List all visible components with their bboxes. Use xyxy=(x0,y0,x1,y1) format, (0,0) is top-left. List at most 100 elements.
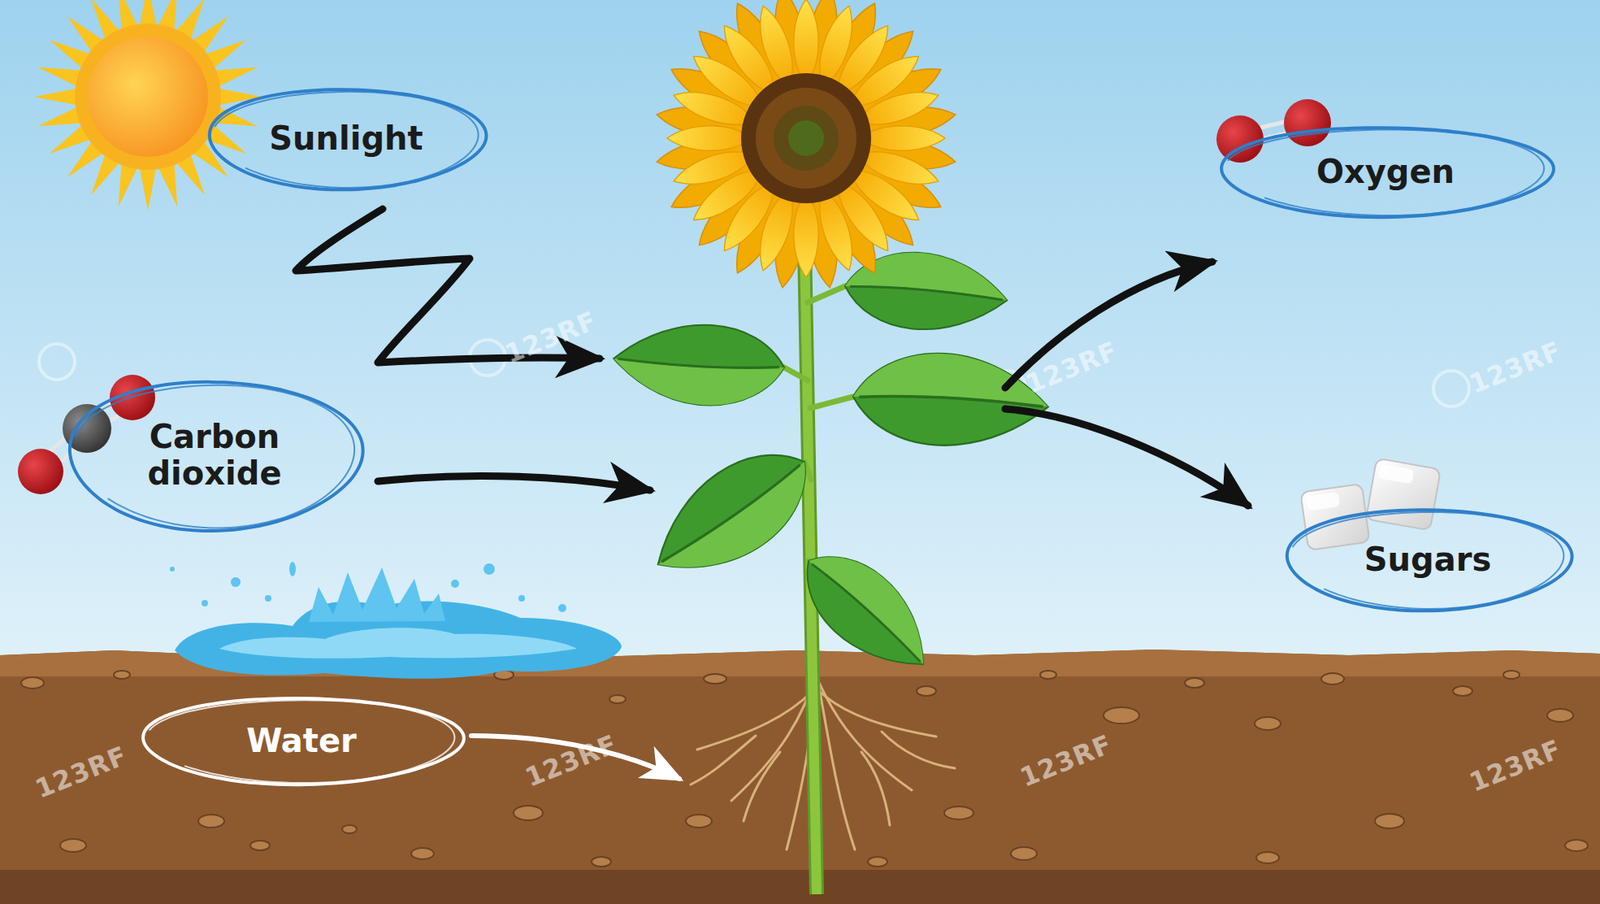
sun-core xyxy=(87,36,209,157)
ellipse-stroke xyxy=(209,89,487,190)
leaf-rib xyxy=(858,393,1044,407)
leaf-blade xyxy=(634,428,829,600)
droplet xyxy=(483,563,495,575)
rock xyxy=(1503,670,1520,679)
rock xyxy=(867,856,888,867)
process-arrows xyxy=(295,208,1249,506)
splash-crown xyxy=(308,567,446,622)
ellipse-stroke xyxy=(1228,129,1545,216)
rock xyxy=(1547,708,1574,722)
rock xyxy=(411,847,434,859)
flower-disk xyxy=(741,73,872,204)
oxygen-atom xyxy=(1216,115,1264,163)
sun-rays xyxy=(34,0,262,211)
rock xyxy=(1256,851,1280,863)
root xyxy=(881,731,955,768)
back-petals xyxy=(654,0,959,290)
petal xyxy=(859,125,946,151)
label-ellipse: Sunlight xyxy=(203,83,490,194)
ellipse-stroke xyxy=(1287,509,1573,611)
ellipse-stroke xyxy=(1292,511,1564,609)
ellipse-stroke xyxy=(1221,127,1554,217)
rock xyxy=(609,694,626,703)
rock xyxy=(113,670,131,679)
droplet xyxy=(450,579,460,588)
rock xyxy=(1565,839,1588,851)
petal xyxy=(793,191,819,278)
rock xyxy=(916,685,937,696)
label-ellipse: Sugars xyxy=(1280,503,1575,615)
leaf-rib xyxy=(849,283,1004,300)
petiole xyxy=(784,367,808,381)
droplet xyxy=(230,576,241,587)
ellipse-stroke xyxy=(75,385,355,529)
sun xyxy=(34,0,262,211)
node-label: Sunlight xyxy=(268,120,423,157)
root xyxy=(861,751,890,825)
droplets xyxy=(169,561,567,612)
droplet xyxy=(169,566,175,572)
leaf xyxy=(634,428,829,600)
sugar-cube xyxy=(1365,458,1441,531)
rock xyxy=(1103,706,1140,724)
label-ellipse: Oxygen xyxy=(1214,121,1557,222)
node-label: Sugars xyxy=(1364,541,1492,578)
rock xyxy=(21,676,44,689)
droplet xyxy=(518,594,525,602)
watermark-logo xyxy=(39,343,75,380)
rock xyxy=(1321,672,1345,685)
rock xyxy=(1374,813,1405,829)
ellipse-stroke xyxy=(143,698,464,785)
root xyxy=(731,670,817,801)
rock xyxy=(1040,670,1057,679)
water-puddle xyxy=(169,561,622,679)
rock xyxy=(944,806,974,820)
leaf xyxy=(611,320,787,409)
leaf-blade xyxy=(850,348,1051,451)
rock xyxy=(250,840,270,850)
root xyxy=(818,682,855,850)
leaf-rib xyxy=(661,464,803,565)
node-label: Water xyxy=(246,722,357,759)
leaf-blade xyxy=(611,320,787,409)
rock xyxy=(1010,846,1037,860)
petal xyxy=(667,125,753,151)
petiole xyxy=(810,396,854,408)
puddle-highlight xyxy=(219,627,577,659)
flower-disk-ring xyxy=(755,87,857,189)
root xyxy=(743,751,781,821)
leaves xyxy=(611,246,1051,690)
ground xyxy=(0,649,1600,904)
watermark-logo xyxy=(1433,370,1470,407)
node-label: Carbon dioxide xyxy=(121,418,308,492)
roots xyxy=(690,670,955,850)
rock xyxy=(198,814,225,828)
flower-center xyxy=(788,120,824,157)
oxygen-atom xyxy=(1283,99,1332,147)
rock xyxy=(342,824,357,833)
ellipse-stroke xyxy=(69,381,364,531)
sun-glow xyxy=(74,23,222,170)
rock xyxy=(685,814,712,828)
leaf-rib xyxy=(617,358,779,370)
ellipse-stroke xyxy=(215,91,479,188)
root xyxy=(819,690,937,737)
sugar-cubes xyxy=(1300,458,1441,551)
cube-highlight xyxy=(1305,491,1340,511)
droplet xyxy=(289,561,296,577)
leaf xyxy=(784,532,949,690)
sugars-arrow xyxy=(1005,408,1249,506)
root xyxy=(697,690,813,750)
droplet xyxy=(558,603,567,612)
root xyxy=(817,678,912,790)
rock xyxy=(1184,677,1205,688)
root xyxy=(690,735,756,785)
carbon-dioxide-arrow xyxy=(377,475,651,490)
sunflower-head xyxy=(654,0,959,290)
front-petals xyxy=(667,0,946,278)
droplet xyxy=(201,599,209,607)
leaf-highlight xyxy=(853,348,1051,407)
rock xyxy=(513,805,543,820)
oxygen-atom xyxy=(17,448,64,495)
rock xyxy=(703,673,727,684)
